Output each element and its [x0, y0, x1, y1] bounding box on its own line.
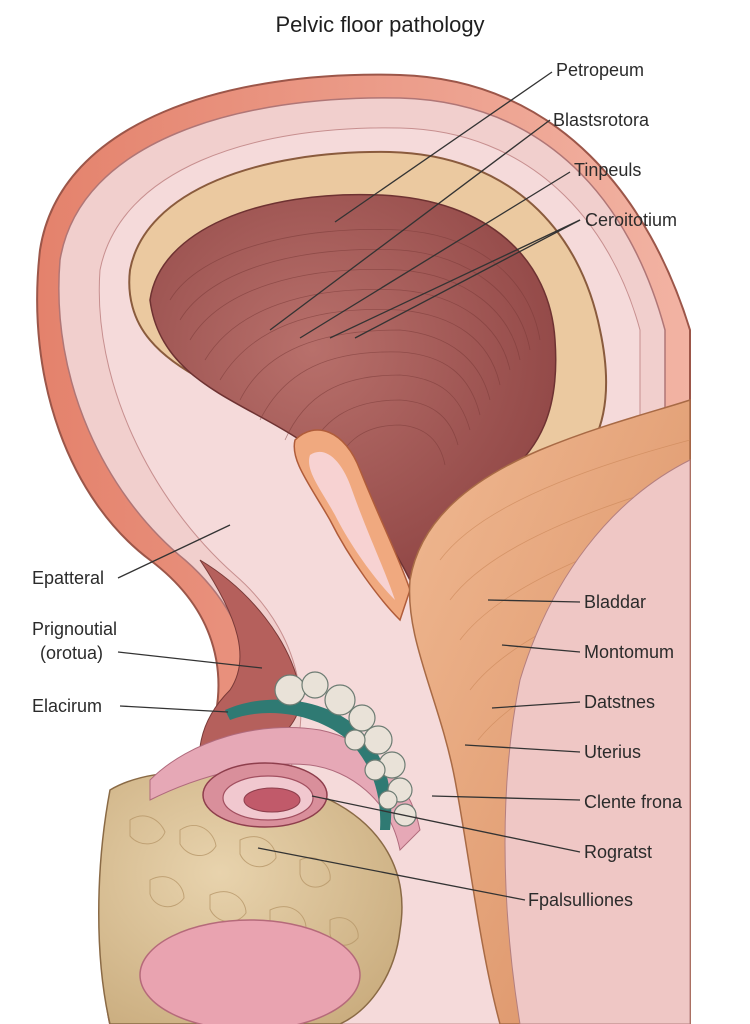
label-uterius: Uterius	[584, 742, 642, 762]
label-prignoutial: Prignoutial	[32, 619, 118, 639]
label-rogratst: Rogratst	[584, 842, 653, 862]
right-pink-layer	[504, 459, 691, 1024]
label-petropeum: Petropeum	[556, 60, 645, 80]
label-fpalsulliones: Fpalsulliones	[528, 890, 634, 910]
label-blastsrotora: Blastsrotora	[553, 110, 650, 130]
diagram-title: Pelvic floor pathology	[275, 12, 485, 37]
central-ring-organ	[202, 762, 328, 828]
label-orotua: (orotua)	[40, 643, 104, 663]
canal-lumen	[309, 451, 395, 600]
leader-lines	[117, 71, 581, 901]
label-elacirum: Elacirum	[32, 696, 103, 716]
granular-nodules	[274, 671, 417, 827]
label-epatteral: Epatteral	[32, 568, 105, 588]
label-tinpeuls: Tinpeuls	[574, 160, 642, 180]
lower-organ	[139, 919, 361, 1024]
label-bladdar: Bladdar	[584, 592, 647, 612]
label-ceroitotium: Ceroitotium	[585, 210, 678, 230]
label-clente-frona: Clente frona	[584, 792, 683, 812]
label-montomum: Montomum	[584, 642, 675, 662]
label-datstnes: Datstnes	[584, 692, 656, 712]
